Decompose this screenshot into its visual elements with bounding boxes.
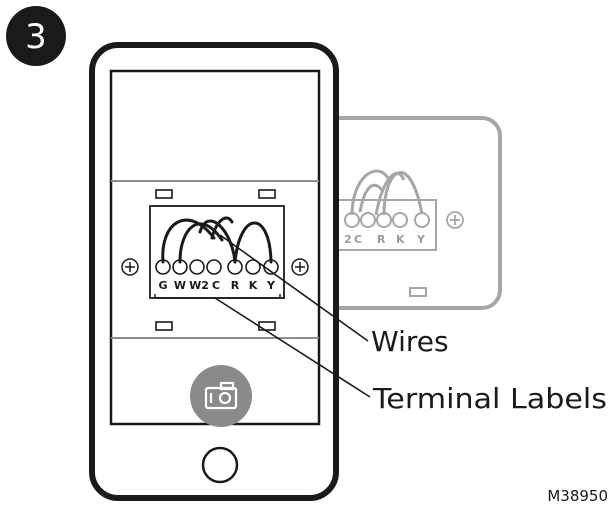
terminal-label: R [231, 279, 240, 292]
background-terminal-row [344, 212, 430, 228]
background-terminal-label: Y [416, 233, 426, 246]
terminal-labels: G W W2 C R K Y [158, 279, 276, 292]
screw-icon [446, 211, 464, 229]
wires-callout: Wires [371, 325, 449, 358]
step-badge: 3 [6, 6, 66, 66]
wires-leader-line [219, 234, 369, 342]
terminal-labels-bracket [154, 294, 281, 299]
background-wallplate: 2 C R K Y [298, 116, 502, 310]
smartphone-icon: G W W2 C R K Y [89, 42, 339, 501]
wire [161, 218, 216, 264]
terminal-label: W [174, 279, 186, 292]
callout-leaders [214, 234, 371, 398]
terminal-labels-callout: Terminal Labels [372, 382, 607, 415]
background-terminal-label: K [396, 233, 405, 246]
home-button-icon [201, 446, 239, 484]
background-terminal-label: C [354, 233, 362, 246]
terminal-w2 [189, 259, 205, 275]
wire [198, 219, 237, 264]
terminal-label: G [158, 279, 167, 292]
step-badge-circle [6, 6, 66, 66]
background-terminal-label: R [377, 233, 386, 246]
terminal-label: C [212, 279, 220, 292]
terminal-c [206, 259, 222, 275]
terminal-k [245, 259, 261, 275]
camera-button [190, 365, 252, 427]
screw-icon [291, 258, 309, 276]
background-mount-tab-bottom [409, 287, 427, 297]
wire [210, 216, 234, 240]
step-number: 3 [25, 17, 47, 57]
terminal-label: K [249, 279, 258, 292]
background-wires [350, 169, 424, 216]
terminal-label: Y [266, 279, 276, 292]
background-terminal-labels: 2 C R K Y [344, 233, 426, 246]
screw-icon [121, 258, 139, 276]
figure-code: M38950 [547, 487, 608, 505]
terminal-label: W2 [189, 279, 209, 292]
terminal-labels-leader-line [214, 297, 371, 398]
camera-icon [204, 381, 238, 410]
terminal-row [155, 259, 279, 275]
background-terminal-label: 2 [344, 233, 352, 246]
